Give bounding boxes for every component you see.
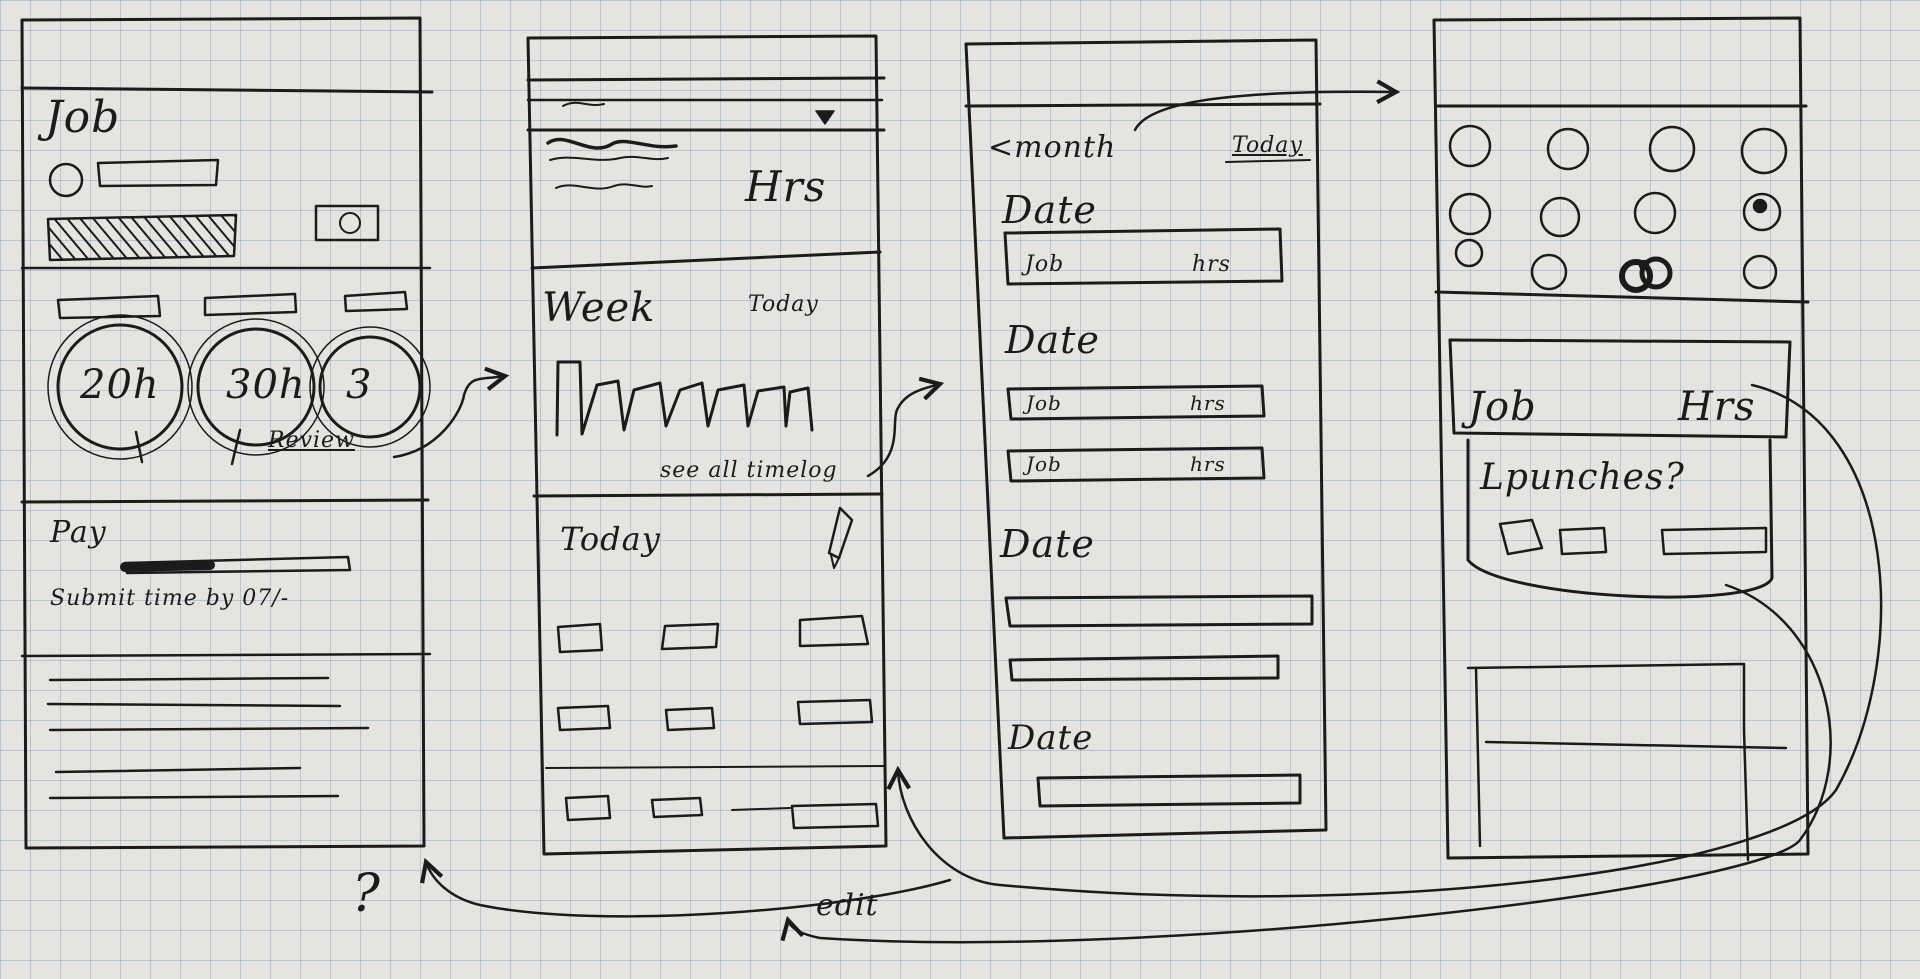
job-title: Job xyxy=(45,92,121,143)
hours-dial-label: 3 xyxy=(346,362,373,408)
hours-dial xyxy=(56,323,184,451)
week-label: Week xyxy=(542,285,656,331)
entry-job: Job xyxy=(1026,391,1062,415)
today-heading: Today xyxy=(560,520,661,558)
hours-dial-label: 30h xyxy=(226,362,306,408)
see-all-timelogs-link[interactable]: see all timelog xyxy=(660,458,838,483)
date-heading: Date xyxy=(1002,188,1097,232)
flow-arrows xyxy=(392,92,1883,944)
entry-hrs: hrs xyxy=(1190,452,1226,476)
avatar xyxy=(48,162,84,198)
today-link[interactable]: Today xyxy=(748,292,819,317)
review-link[interactable]: Review xyxy=(268,428,355,453)
camera-icon xyxy=(339,212,361,234)
entry-job: Job xyxy=(1026,452,1062,476)
job-label: Job xyxy=(1468,384,1537,430)
pay-label: Pay xyxy=(50,515,107,550)
hrs-label: Hrs xyxy=(1678,384,1756,430)
edit-pencil-icon[interactable] xyxy=(827,506,854,560)
date-heading: Date xyxy=(1008,718,1094,758)
frame-2-phone xyxy=(526,34,888,856)
hours-dial xyxy=(318,335,422,439)
dropdown-chevron-icon[interactable] xyxy=(815,110,835,125)
camera-button[interactable] xyxy=(314,204,380,242)
frame-1-phone xyxy=(20,16,434,850)
submit-note: Submit time by 07/- xyxy=(50,586,290,611)
time-entry-card[interactable] xyxy=(1006,384,1266,421)
entry-hrs: hrs xyxy=(1192,252,1231,277)
hours-label: Hrs xyxy=(745,162,827,211)
calendar-grid xyxy=(1448,124,1788,293)
question-annotation: ? xyxy=(352,864,381,924)
frame-4-phone xyxy=(1432,16,1810,862)
time-entry-card[interactable] xyxy=(1003,227,1284,286)
date-heading: Date xyxy=(1000,522,1095,566)
edit-annotation: edit xyxy=(816,888,879,923)
weekly-hours-chart xyxy=(555,360,814,437)
punches-panel xyxy=(1466,438,1774,599)
entry-job: Job xyxy=(1025,252,1065,277)
today-link[interactable]: Today xyxy=(1232,133,1303,158)
hours-dial-label: 20h xyxy=(80,362,160,408)
date-heading: Date xyxy=(1005,318,1100,362)
time-entry-card[interactable] xyxy=(1006,446,1266,483)
frame-3-phone xyxy=(964,38,1328,840)
progress-bar xyxy=(46,213,238,262)
hours-dial xyxy=(196,327,316,447)
entry-hrs: hrs xyxy=(1190,391,1226,415)
month-nav[interactable]: <month xyxy=(988,130,1117,165)
punches-label: Lpunches? xyxy=(1480,457,1685,498)
job-select[interactable] xyxy=(96,158,220,188)
